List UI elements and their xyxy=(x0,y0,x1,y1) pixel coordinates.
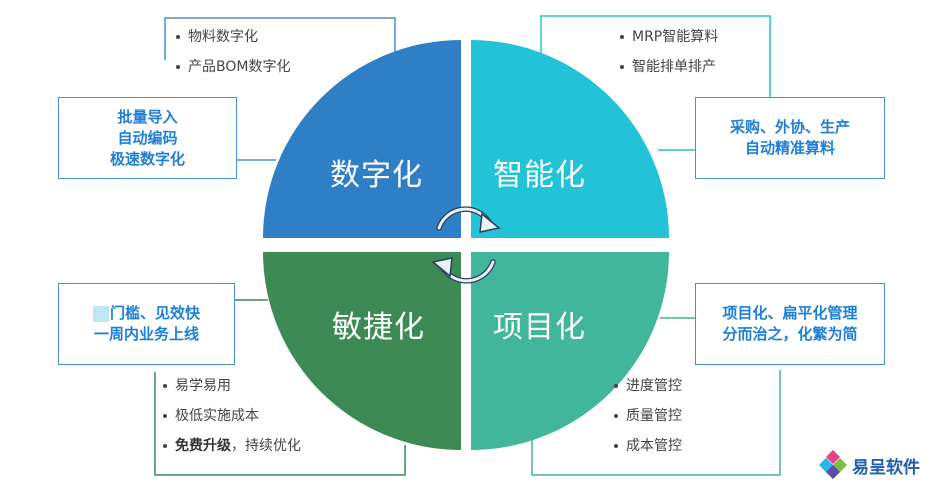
callout-line: 项目化、扁平化管理 xyxy=(722,304,858,322)
quadrant-bottom-left xyxy=(263,252,461,450)
callout-box-bottom-right: 项目化、扁平化管理 分而治之，化繁为简 xyxy=(695,283,885,365)
brand-logo-icon xyxy=(818,450,848,480)
bullet-list-bottom-right: 进度管控 质量管控 成本管控 xyxy=(614,371,682,461)
callout-line: 自动精准算料 xyxy=(744,139,835,157)
quadrant-top-right xyxy=(471,40,669,238)
callout-line: 自动编码 xyxy=(117,128,178,147)
callout-line: 批量导入 xyxy=(117,107,178,126)
bullet-item: 成本管控 xyxy=(614,431,682,461)
connector-top-right xyxy=(540,15,771,100)
quadrant-label-top-right: 智能化 xyxy=(493,158,586,193)
callout-line: 分而治之，化繁为简 xyxy=(722,325,858,343)
quadrant-top-left xyxy=(263,40,461,238)
bullet-item: MRP智能算料 xyxy=(620,22,718,52)
brand-logo-text: 易呈软件 xyxy=(852,457,920,478)
quadrant-label-top-left: 数字化 xyxy=(330,158,423,193)
cycle-arrows-icon xyxy=(431,206,501,284)
callout-box-top-right: 采购、外协、生产 自动精准算料 xyxy=(695,97,885,179)
quadrant-bottom-right xyxy=(471,252,669,450)
bullet-list-bottom-left: 易学易用 极低实施成本 免费升级，持续优化 xyxy=(163,371,301,461)
bullet-item: 进度管控 xyxy=(614,371,682,401)
quadrant-label-bottom-right: 项目化 xyxy=(493,310,586,345)
callout-box-top-left: 批量导入 自动编码 极速数字化 xyxy=(58,97,237,179)
bullet-list-top-left: 物料数字化 产品BOM数字化 xyxy=(176,22,290,82)
bullet-item: 物料数字化 xyxy=(176,22,290,52)
bullet-item: 免费升级，持续优化 xyxy=(163,431,301,461)
connector-top-left xyxy=(164,17,396,60)
bullet-item: 极低实施成本 xyxy=(163,401,301,431)
bullet-item: 智能排单排产 xyxy=(620,52,718,82)
bullet-item: 产品BOM数字化 xyxy=(176,52,290,82)
callout-line: 极速数字化 xyxy=(109,149,185,168)
blurred-mark xyxy=(92,305,109,322)
bullet-item: 易学易用 xyxy=(163,371,301,401)
callout-line: 一周内业务上线 xyxy=(93,325,199,343)
connector-bottom-right xyxy=(531,370,781,476)
connector-bottom-left xyxy=(154,372,406,476)
bullet-list-top-right: MRP智能算料 智能排单排产 xyxy=(620,22,718,82)
callout-line: 采购、外协、生产 xyxy=(729,118,850,136)
brand-logo: 易呈软件 xyxy=(818,450,920,480)
quadrant-label-bottom-left: 敏捷化 xyxy=(332,310,425,345)
callout-line: 门槛、见效快 xyxy=(92,303,200,324)
bullet-item: 质量管控 xyxy=(614,401,682,431)
callout-box-bottom-left: 门槛、见效快 一周内业务上线 xyxy=(58,283,235,365)
